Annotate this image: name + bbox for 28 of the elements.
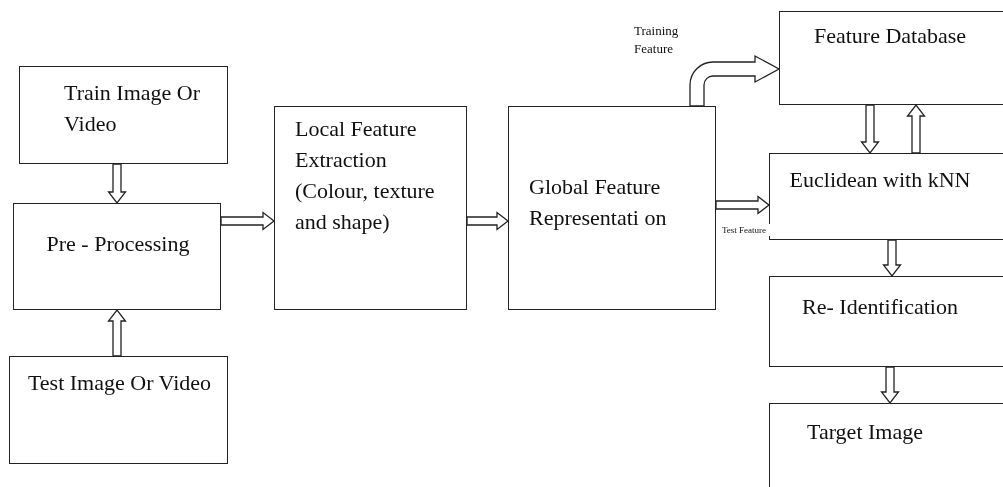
process-box	[769, 153, 1003, 240]
box-label: Local Feature Extraction (Colour, texture and shape)	[295, 115, 436, 236]
box-label: Re- Identification	[801, 293, 959, 321]
process-box	[769, 403, 1003, 487]
process-box	[508, 106, 716, 310]
box-label: Target Image	[806, 418, 924, 446]
box-label: Train Image Or Video	[64, 79, 202, 138]
block-arrow	[689, 55, 780, 107]
box-label: Euclidean with kNN	[788, 166, 972, 194]
block-arrow	[466, 211, 510, 231]
block-arrow	[220, 211, 276, 231]
box-label: Feature Database	[812, 22, 968, 50]
process-box	[13, 203, 221, 310]
box-label: Test Image Or Video	[26, 369, 213, 397]
block-arrow	[107, 163, 127, 205]
process-box	[274, 106, 467, 310]
block-arrow	[860, 104, 880, 155]
block-arrow	[882, 239, 902, 278]
block-arrow	[880, 366, 900, 405]
process-box	[769, 276, 1003, 367]
block-arrow	[715, 195, 771, 215]
block-arrow	[906, 103, 926, 154]
block-arrow	[107, 308, 127, 357]
box-label: Pre - Processing	[45, 230, 191, 258]
box-label: Global Feature Representati on	[529, 173, 668, 232]
process-box	[779, 11, 1003, 105]
process-box	[19, 66, 228, 164]
process-box	[9, 356, 228, 464]
